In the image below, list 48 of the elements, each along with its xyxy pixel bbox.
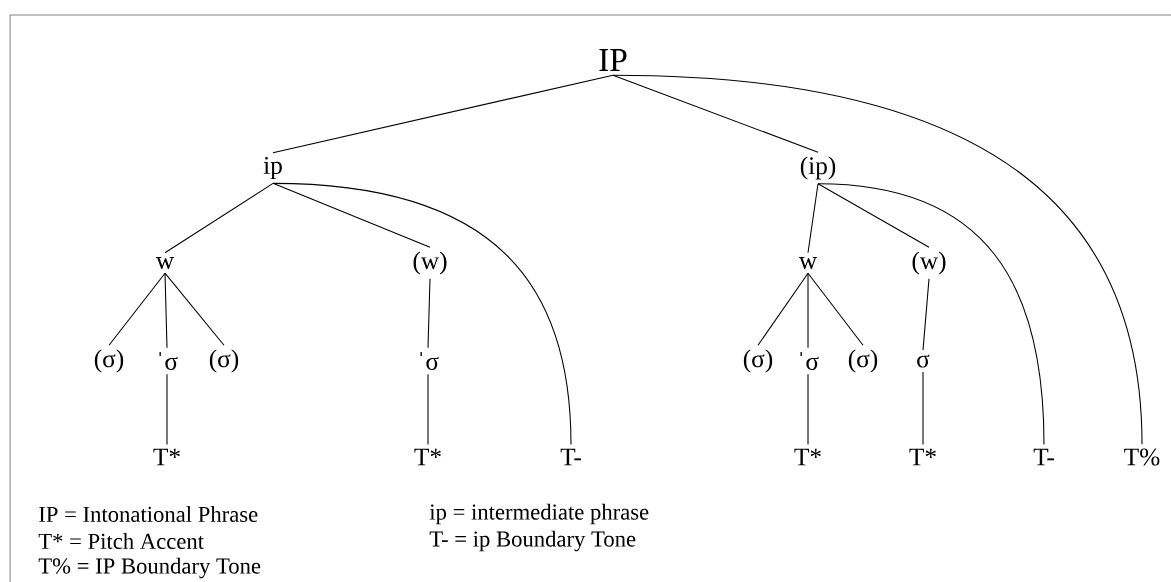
branch-line — [807, 272, 809, 349]
branch-line — [612, 74, 819, 153]
legend-text: T- = ip Boundary Tone — [429, 530, 636, 552]
legend-text: T* = Pitch Accent — [38, 533, 204, 549]
tree-label: ˈσ — [800, 352, 819, 370]
branch-line — [427, 373, 429, 445]
tree-label: (σ) — [743, 349, 773, 373]
branch-line — [164, 182, 274, 254]
tree-label: ip — [263, 156, 282, 180]
tree-label: IP — [599, 49, 627, 71]
curved-line — [817, 183, 1045, 445]
tree-label: T- — [560, 448, 581, 466]
branch-line — [922, 371, 924, 445]
tree-label: w — [798, 257, 818, 269]
curved-line — [272, 182, 572, 445]
curved-line — [612, 74, 1143, 445]
branch-line — [272, 182, 431, 248]
tree-label: (σ) — [848, 349, 878, 373]
branch-line — [108, 272, 166, 346]
tree-label: ˈσ — [159, 352, 178, 370]
branch-line — [757, 272, 809, 346]
tree-label: ˈσ — [420, 352, 439, 370]
legend-text: ip = intermediate phrase — [429, 503, 649, 525]
tree-label: (σ) — [209, 349, 239, 373]
tree-label: T* — [909, 448, 936, 466]
tree-label: σ — [917, 354, 930, 368]
tree-label: T* — [794, 448, 821, 466]
branch-line — [807, 272, 864, 346]
branch-line — [272, 74, 614, 154]
branch-line — [807, 183, 819, 254]
legend-text: T% = IP Boundary Tone — [38, 557, 261, 579]
legend-text: IP = Intonational Phrase — [39, 506, 258, 522]
tree-label: T% — [1124, 448, 1160, 466]
tree-label: (ip) — [800, 156, 836, 180]
branch-line — [164, 272, 225, 346]
branch-line — [164, 272, 168, 349]
branch-line — [817, 183, 930, 248]
branch-line — [427, 278, 431, 349]
branch-line — [922, 278, 930, 351]
tree-label: T* — [414, 448, 441, 466]
tree-label: (σ) — [94, 349, 124, 373]
tree-label: T- — [1033, 448, 1054, 466]
branch-line — [166, 373, 168, 445]
tree-label: (w) — [912, 251, 946, 275]
branch-line — [807, 373, 809, 445]
tree-label: (w) — [413, 251, 447, 275]
tree-label: T* — [153, 448, 180, 466]
tree-label: w — [155, 257, 175, 269]
